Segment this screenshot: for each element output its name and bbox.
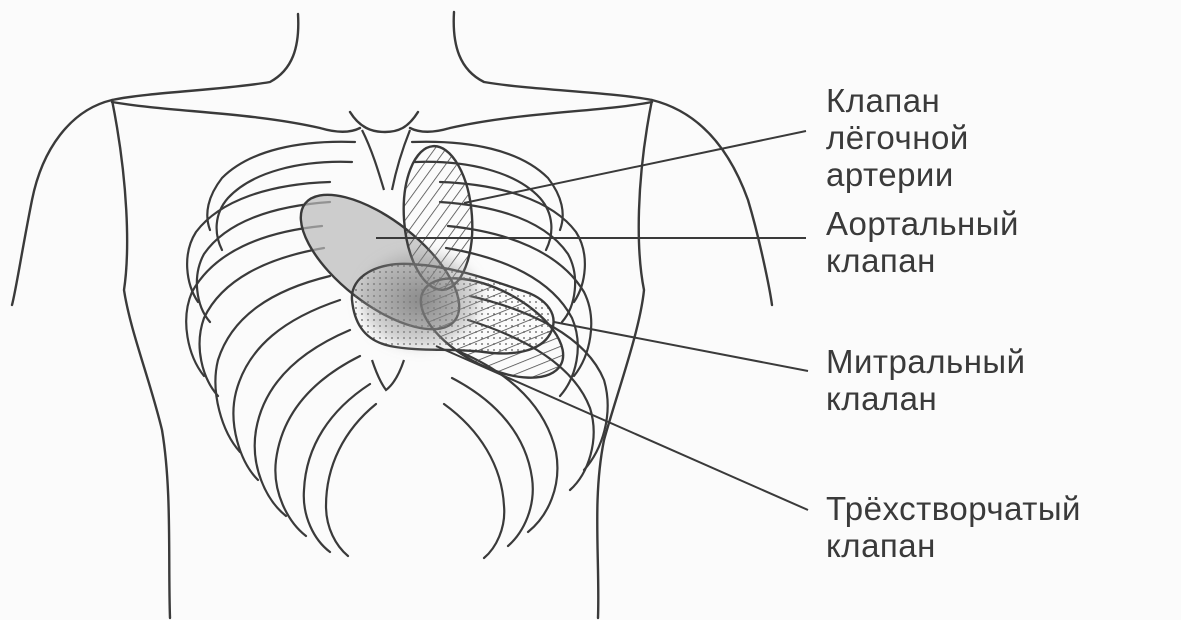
tricuspid-label-line-2: клапан [826, 527, 1081, 564]
mitral-label-line-2: клалан [826, 380, 1026, 417]
tricuspid-valve-label: Трёхстворчатый клапан [826, 490, 1081, 564]
tricuspid-leader-line [436, 346, 808, 510]
pulmonary-valve-label: Клапан лёгочной артерии [826, 82, 969, 193]
mitral-label-line-1: Митральный [826, 343, 1026, 380]
mitral-valve-label: Митральный клалан [826, 343, 1026, 417]
pulmonary-label-line-2: лёгочной [826, 119, 969, 156]
aortic-label-line-2: клапан [826, 242, 1019, 279]
valve-overlap-shading [360, 252, 480, 348]
aortic-label-line-1: Аортальный [826, 205, 1019, 242]
pulmonary-leader-line [464, 131, 806, 203]
pulmonary-label-line-1: Клапан [826, 82, 969, 119]
pulmonary-label-line-3: артерии [826, 156, 969, 193]
mitral-leader-line [554, 322, 808, 371]
tricuspid-label-line-1: Трёхстворчатый [826, 490, 1081, 527]
aortic-valve-label: Аортальный клапан [826, 205, 1019, 279]
